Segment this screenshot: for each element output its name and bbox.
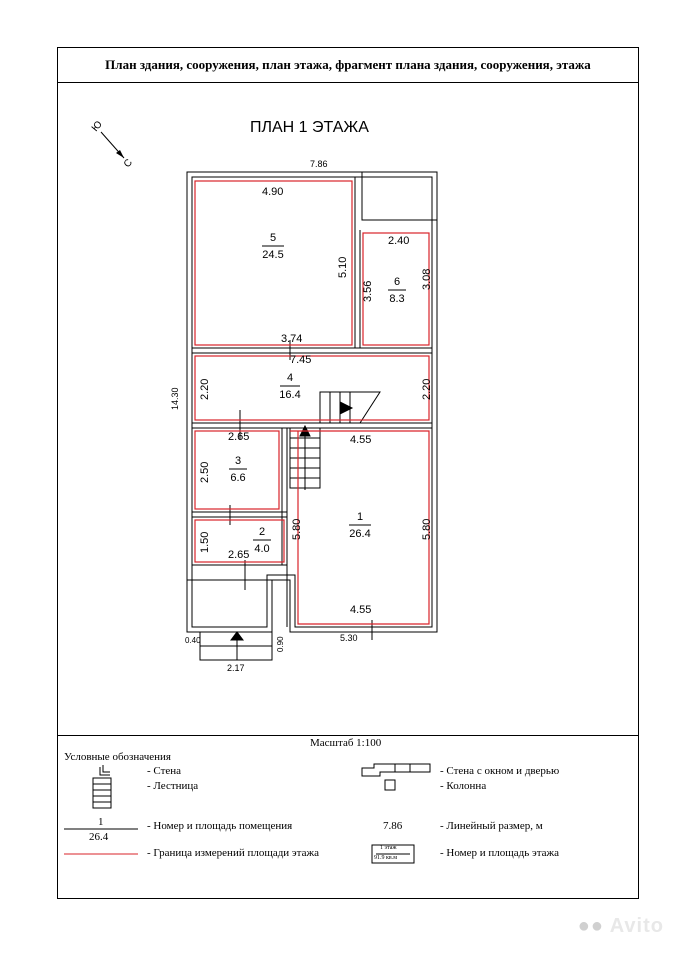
room-2-number: 2 bbox=[259, 526, 265, 538]
dim-room1-top: 4.55 bbox=[350, 434, 371, 446]
compass-north: C bbox=[122, 157, 135, 170]
dim-room5-bottom: 3.74 bbox=[281, 333, 302, 345]
legend-column-icon bbox=[384, 779, 396, 791]
room-3-number: 3 bbox=[235, 455, 241, 467]
room-5-area: 24.5 bbox=[262, 249, 283, 261]
staircase bbox=[230, 391, 381, 660]
room-1-number: 1 bbox=[357, 511, 363, 523]
dim-overall-height: 14.30 bbox=[170, 387, 180, 410]
legend-column-label: - Колонна bbox=[440, 780, 487, 792]
dim-bottom-width: 5.30 bbox=[340, 633, 358, 643]
room-5-number: 5 bbox=[270, 232, 276, 244]
room-6-area: 8.3 bbox=[389, 293, 404, 305]
legend-boundary-label: - Граница измерений площади этажа bbox=[147, 847, 319, 859]
dim-room4-width: 7.45 bbox=[290, 354, 311, 366]
measurement-boundary bbox=[194, 180, 430, 625]
room-4-area: 16.4 bbox=[279, 389, 300, 401]
dim-room5-right: 5.10 bbox=[337, 257, 349, 278]
legend-room-area: 26.4 bbox=[89, 831, 109, 843]
room-2-area: 4.0 bbox=[254, 543, 269, 555]
legend-floor-badge bbox=[371, 844, 415, 864]
avito-dots-icon: ●● bbox=[577, 915, 604, 937]
dim-room4-left: 2.20 bbox=[199, 379, 211, 400]
legend-window-door-label: - Стена с окном и дверью bbox=[440, 765, 560, 777]
dim-room2-width: 2.65 bbox=[228, 549, 249, 561]
legend-stair-label: - Лестница bbox=[147, 780, 199, 792]
dim-overall-width: 7.86 bbox=[310, 159, 328, 169]
compass-icon: Ю C bbox=[90, 119, 135, 170]
avito-watermark: ●● Avito bbox=[578, 915, 664, 938]
dimension-labels: 7.86 14.30 4.90 5.10 3.74 2.40 3.56 3.08… bbox=[170, 159, 433, 673]
legend-room-label: - Номер и площадь помещения bbox=[147, 820, 293, 832]
room-6-number: 6 bbox=[394, 276, 400, 288]
avito-watermark-text: Avito bbox=[609, 915, 664, 937]
dim-room1-left: 5.80 bbox=[291, 519, 303, 540]
dim-room6-left: 3.56 bbox=[362, 281, 374, 302]
room-1-area: 26.4 bbox=[349, 528, 370, 540]
room-4-number: 4 bbox=[287, 372, 293, 384]
dim-room6-right: 3.08 bbox=[421, 269, 433, 290]
dim-room1-bottom: 4.55 bbox=[350, 604, 371, 616]
room-labels: 5 24.5 6 8.3 4 16.4 3 6.6 2 4.0 1 26.4 bbox=[229, 232, 406, 555]
legend-title: Условные обозначения bbox=[64, 751, 171, 763]
dim-room6-width: 2.40 bbox=[388, 235, 409, 247]
legend-window-door-icon bbox=[361, 763, 431, 777]
legend-room-number: 1 bbox=[98, 816, 104, 828]
legend-linear-label: - Линейный размер, м bbox=[440, 820, 543, 832]
scale-label: Масштаб 1:100 bbox=[310, 737, 382, 749]
dim-porch-right: 0.90 bbox=[276, 636, 285, 652]
legend-symbols bbox=[64, 763, 431, 864]
legend-wall-icon bbox=[99, 767, 110, 776]
legend-floor-badge-top: 1 этаж bbox=[380, 845, 397, 851]
dim-porch-left: 0.40 bbox=[185, 636, 201, 645]
dim-room5-width: 4.90 bbox=[262, 186, 283, 198]
walls bbox=[186, 171, 438, 661]
dim-room3-width: 2.65 bbox=[228, 431, 249, 443]
scale-divider bbox=[57, 735, 639, 736]
plan-title: ПЛАН 1 ЭТАЖА bbox=[250, 119, 369, 136]
compass-south: Ю bbox=[90, 119, 105, 134]
dim-porch-width: 2.17 bbox=[227, 663, 245, 673]
dim-room1-right: 5.80 bbox=[421, 519, 433, 540]
sheet-header: План здания, сооружения, план этажа, фра… bbox=[58, 48, 638, 83]
room-3-area: 6.6 bbox=[230, 472, 245, 484]
drawing-sheet: План здания, сооружения, план этажа, фра… bbox=[57, 47, 639, 899]
legend-linear-value: 7.86 bbox=[383, 820, 403, 832]
legend-stair-icon bbox=[92, 777, 112, 809]
dim-room2-height: 1.50 bbox=[199, 532, 211, 553]
dim-room3-height: 2.50 bbox=[199, 462, 211, 483]
legend-wall-label: - Стена bbox=[147, 765, 182, 777]
legend-floor-badge-bottom: 91.9 кв.м bbox=[374, 855, 398, 861]
legend-floor-label: - Номер и площадь этажа bbox=[440, 847, 559, 859]
dim-room4-right: 2.20 bbox=[421, 379, 433, 400]
